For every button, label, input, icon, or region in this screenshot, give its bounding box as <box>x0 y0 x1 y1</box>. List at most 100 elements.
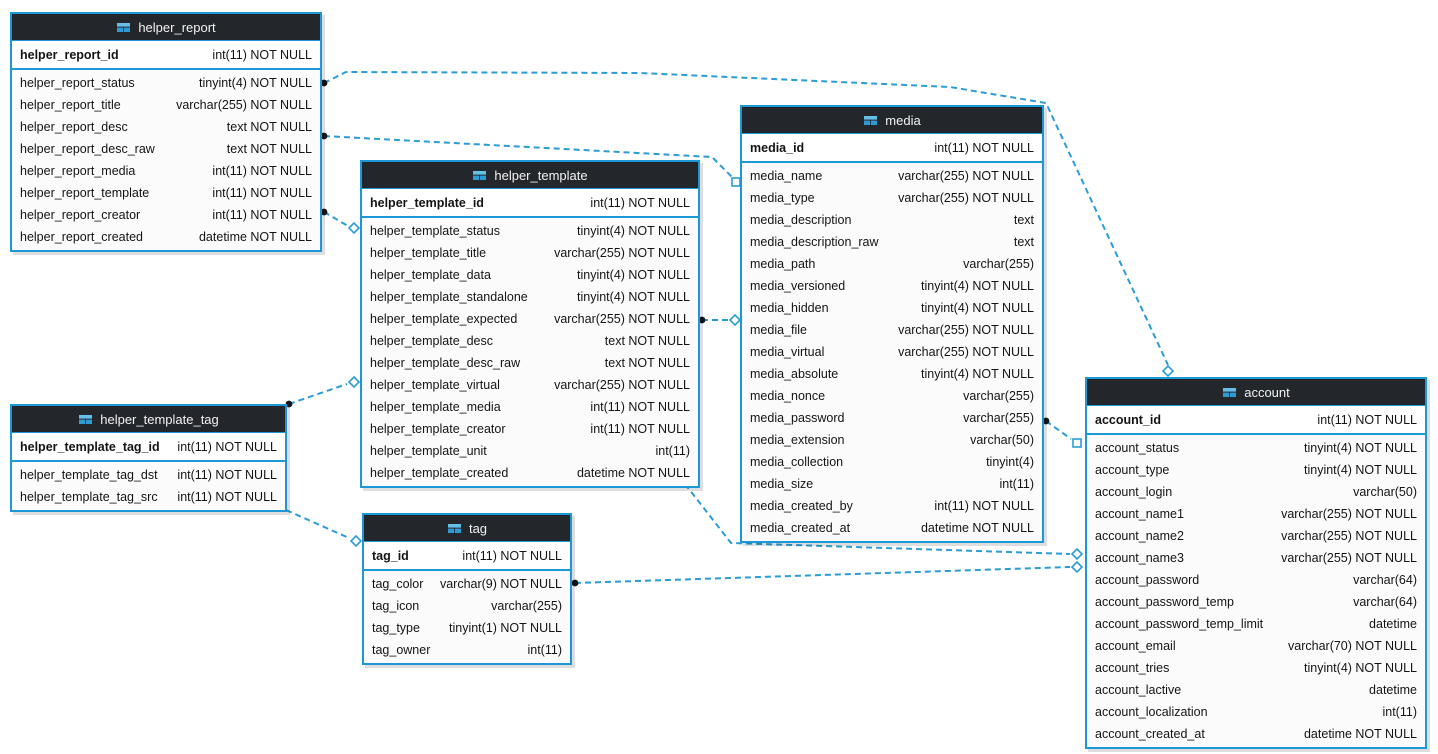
table-header-tag[interactable]: tag <box>364 515 570 542</box>
table-header-helper_report[interactable]: helper_report <box>12 14 320 41</box>
relationship-helper_template_tag-helper_template[interactable] <box>285 375 361 408</box>
column-type: varchar(255) NOT NULL <box>1281 551 1417 565</box>
column-type: int(11) <box>655 444 690 458</box>
column-type: varchar(255) NOT NULL <box>176 98 312 112</box>
column-name: tag_owner <box>372 643 431 657</box>
column-type: tinyint(4) NOT NULL <box>1304 463 1417 477</box>
column-type: tinyint(1) NOT NULL <box>449 621 562 635</box>
column-name: media_description <box>750 213 852 227</box>
pk-column-type: int(11) NOT NULL <box>934 140 1034 155</box>
column-name: media_description_raw <box>750 235 879 249</box>
relationship-endpoint-diamond <box>728 313 742 327</box>
relationship-helper_template-media[interactable] <box>698 313 742 327</box>
column-name: account_password_temp_limit <box>1095 617 1264 631</box>
column-name: helper_report_title <box>20 98 121 112</box>
column-type: tinyint(4) NOT NULL <box>577 224 690 238</box>
table-title: helper_template_tag <box>100 411 219 427</box>
relationship-endpoint-square <box>731 177 741 187</box>
relationship-tag-account[interactable] <box>571 560 1084 587</box>
column-name: media_hidden <box>750 301 829 315</box>
table-title: account <box>1244 384 1290 400</box>
column-type: varchar(9) NOT NULL <box>439 577 562 591</box>
table-header-helper_template_tag[interactable]: helper_template_tag <box>12 406 285 433</box>
relationship-endpoint-diamond <box>347 221 361 235</box>
column-type: text <box>1013 213 1034 227</box>
column-name: media_size <box>750 477 814 491</box>
column-type: int(11) NOT NULL <box>177 468 277 482</box>
column-type: text NOT NULL <box>604 334 690 348</box>
relationship-endpoint-dot <box>320 132 328 140</box>
relationship-media-account[interactable] <box>1042 417 1082 448</box>
column-type: varchar(255) NOT NULL <box>554 378 690 392</box>
relationship-endpoint-dot <box>698 316 706 324</box>
column-type: varchar(255) NOT NULL <box>554 312 690 326</box>
column-type: varchar(255) <box>963 257 1034 271</box>
field-row: media_path varchar(255) <box>742 253 1042 275</box>
column-name: helper_report_desc <box>20 120 128 134</box>
column-name: media_virtual <box>750 345 825 359</box>
column-type: varchar(255) NOT NULL <box>898 169 1034 183</box>
pk-column-name: helper_report_id <box>20 47 119 62</box>
table-icon <box>78 413 94 425</box>
column-name: helper_template_created <box>370 466 509 480</box>
column-name: helper_template_unit <box>370 444 487 458</box>
pk-column-name: tag_id <box>372 548 409 563</box>
column-name: account_password <box>1095 573 1200 587</box>
relationship-endpoint-dot <box>571 579 579 587</box>
column-type: varchar(255) NOT NULL <box>898 345 1034 359</box>
column-type: varchar(255) NOT NULL <box>1281 529 1417 543</box>
column-type: varchar(50) <box>1353 485 1417 499</box>
table-header-helper_template[interactable]: helper_template <box>362 162 698 189</box>
column-type: tinyint(4) NOT NULL <box>921 279 1034 293</box>
relationship-helper_report-account[interactable] <box>320 71 1175 378</box>
relationship-endpoint-dot <box>320 79 328 87</box>
relationship-helper_report-helper_template[interactable] <box>320 208 361 235</box>
column-type: varchar(255) <box>963 389 1034 403</box>
column-name: media_nonce <box>750 389 826 403</box>
field-row: media_description text <box>742 209 1042 231</box>
column-type: tinyint(4) <box>986 455 1034 469</box>
column-name: media_path <box>750 257 816 271</box>
column-type: text <box>1013 235 1034 249</box>
table-header-media[interactable]: media <box>742 107 1042 134</box>
column-name: account_name1 <box>1095 507 1184 521</box>
column-type: int(11) NOT NULL <box>934 499 1034 513</box>
column-name: account_tries <box>1095 661 1170 675</box>
column-name: helper_report_media <box>20 164 136 178</box>
column-type: tinyint(4) NOT NULL <box>1304 661 1417 675</box>
table-title: helper_report <box>138 19 216 35</box>
column-name: media_absolute <box>750 367 839 381</box>
field-row: account_name3 varchar(255) NOT NULL <box>1087 547 1425 569</box>
column-name: helper_template_tag_dst <box>20 468 158 482</box>
column-name: account_name3 <box>1095 551 1184 565</box>
table-header-account[interactable]: account <box>1087 379 1425 406</box>
column-name: account_password_temp <box>1095 595 1234 609</box>
